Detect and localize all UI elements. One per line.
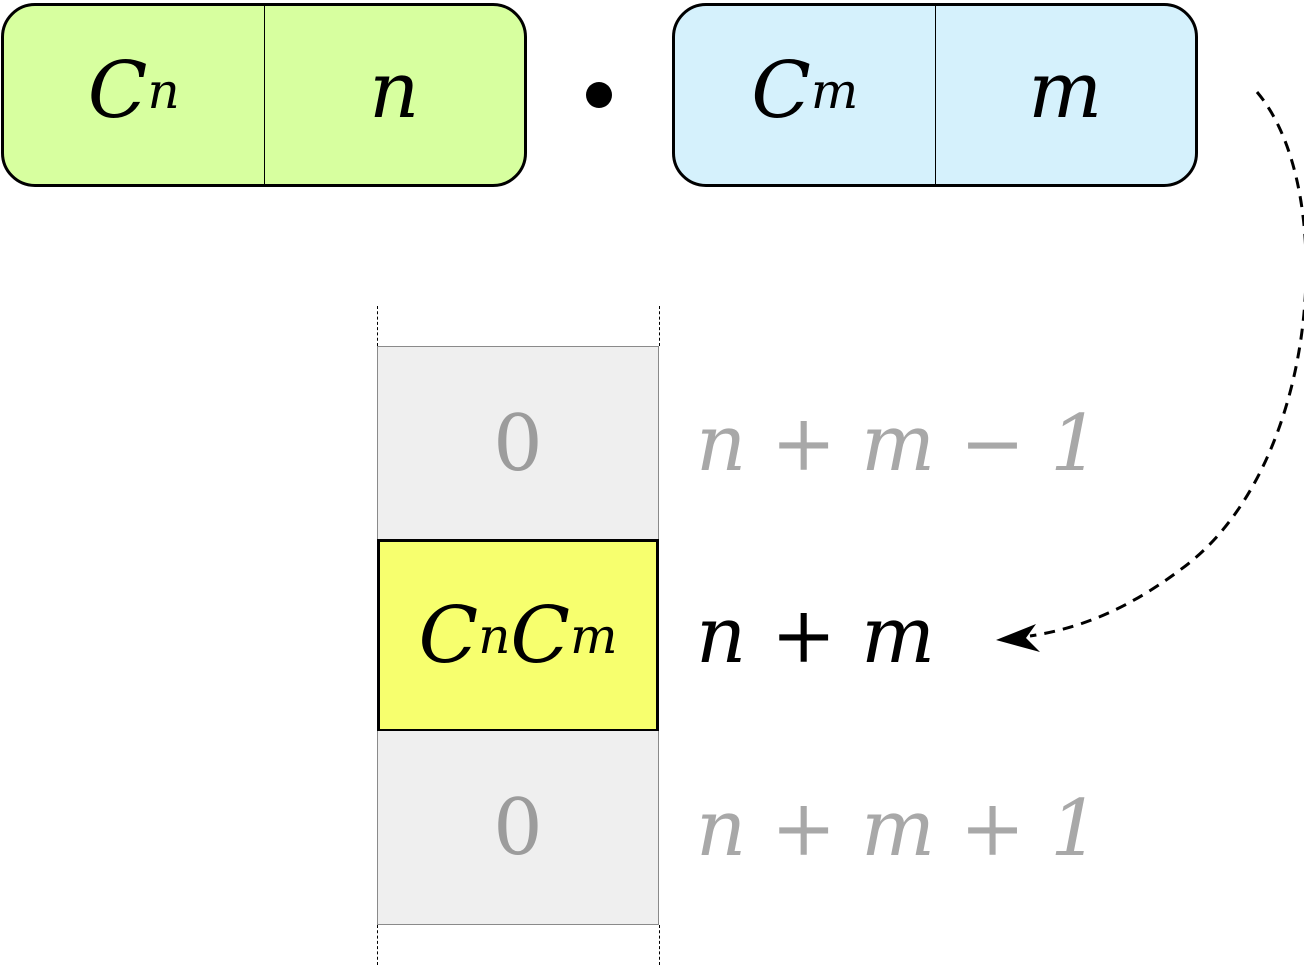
dashed-arrow-path	[1029, 91, 1304, 638]
right-coefficient-base: C	[751, 46, 811, 136]
memory-guide-left-bottom	[377, 925, 378, 965]
memory-guide-right-top	[659, 306, 660, 346]
arrow-head-icon	[996, 624, 1040, 652]
memory-guide-right-bottom	[659, 925, 660, 965]
address-label-upper: n + m − 1	[696, 399, 1100, 489]
product-c1: C	[418, 590, 479, 681]
multiply-dot-icon	[586, 82, 612, 108]
right-index: m	[934, 6, 1196, 184]
memory-cell-lower: 0	[377, 731, 659, 925]
left-index: n	[263, 6, 525, 184]
address-label-product: n + m	[696, 591, 936, 681]
address-label-lower: n + m + 1	[696, 784, 1100, 874]
memory-cell-upper: 0	[377, 346, 659, 540]
product-c2: C	[510, 590, 571, 681]
left-coefficient-base: C	[87, 46, 148, 136]
memory-guide-left-top	[377, 306, 378, 346]
